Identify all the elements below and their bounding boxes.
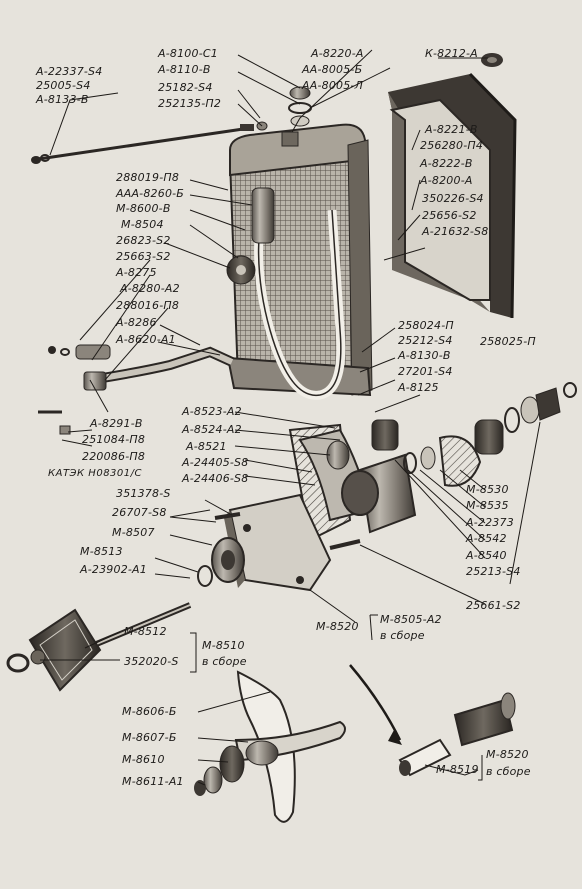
label-pump-center-3: А-8521 <box>186 440 227 453</box>
label-cap-1: А-8100-С1 <box>158 47 218 60</box>
label-top-right-4: К-8212-А <box>425 47 478 60</box>
label-shroud-bottom: 258025-П <box>480 335 536 348</box>
label-shroud-5: 350226-S4 <box>422 192 484 205</box>
label-left-10: А-8286 <box>116 316 157 329</box>
label-shroud-6: 25656-S2 <box>422 209 477 222</box>
label-left-6: 25663-S2 <box>116 250 171 263</box>
label-left-3: М-8600-В <box>116 202 171 215</box>
label-rad-1: 258024-П <box>398 319 454 332</box>
label-rad-3: А-8130-В <box>398 349 451 362</box>
catalog-note: КАТЭК Н08301/С <box>48 468 142 479</box>
label-left-9: 288016-П8 <box>116 299 180 312</box>
label-pump-left-2: 26707-S8 <box>112 506 167 519</box>
assembly-8520-part: М-8520 <box>486 748 529 761</box>
label-sleeve: М-8519 <box>436 763 479 776</box>
label-shroud-1: А-8221-В <box>425 123 478 136</box>
label-left-2: ААА-8260-Б <box>116 187 185 200</box>
label-left-7: А-8275 <box>116 266 157 279</box>
label-pump-right-6: 25213-S4 <box>466 565 521 578</box>
label-shroud-3: А-8222-В <box>420 157 473 170</box>
label-left-5: 26823-S2 <box>116 234 171 247</box>
label-shroud-7: А-21632-S8 <box>422 225 489 238</box>
label-drain-1: А-8291-В <box>90 417 143 430</box>
filler-cap <box>288 53 503 127</box>
assembly-8520-note: в сборе <box>486 765 531 778</box>
label-rad-4: 27201-S4 <box>398 365 453 378</box>
label-pump-center-4: А-24405-S8 <box>182 456 249 469</box>
assembly-8505-part: М-8505-А2 <box>380 613 442 626</box>
label-pump-right-2: М-8535 <box>466 499 509 512</box>
radiator <box>226 123 373 400</box>
label-pump-center-1: А-8523-А2 <box>182 405 242 418</box>
label-fan-2: М-8607-Б <box>122 731 177 744</box>
water-pump-parts <box>197 382 577 592</box>
label-pump-right-5: А-8540 <box>466 549 507 562</box>
label-rad-5: А-8125 <box>398 381 439 394</box>
label-drain-2: 251084-П8 <box>82 433 146 446</box>
label-shroud-4: А-8200-А <box>420 174 473 187</box>
label-fan-4: М-8611-А1 <box>122 775 184 788</box>
label-top-left-1: А-22337-S4 <box>36 65 103 78</box>
label-left-4: М-8504 <box>121 218 164 231</box>
label-shroud-2: 256280-П4 <box>420 139 484 152</box>
label-drain-3: 220086-П8 <box>82 450 146 463</box>
label-pulley-2: 352020-S <box>124 655 179 668</box>
assembly-8505-note: в сборе <box>380 629 425 642</box>
label-left-1: 288019-П8 <box>116 171 180 184</box>
label-top-right-3: АА-8005-Л <box>302 79 364 92</box>
drain-pipe <box>38 344 235 435</box>
label-cap-2: А-8110-В <box>158 63 211 76</box>
label-cap-4: 252135-П2 <box>158 97 222 110</box>
label-left-8: А-8280-А2 <box>120 282 180 295</box>
label-pump-right-3: А-22373 <box>466 516 514 529</box>
leader-lines <box>40 49 541 786</box>
label-left-11: А-8620-А1 <box>116 333 176 346</box>
label-rad-2: 25212-S4 <box>398 334 453 347</box>
assembly-8510-part: М-8510 <box>202 639 245 652</box>
label-pump-center-2: А-8524-А2 <box>182 423 242 436</box>
label-pump-left-4: М-8513 <box>80 545 123 558</box>
pulley-shaft <box>6 602 192 692</box>
label-top-left-2: 25005-S4 <box>36 79 91 92</box>
label-pump-center-5: А-24406-S8 <box>182 472 249 485</box>
label-pump-left-1: 351378-S <box>116 487 171 500</box>
fan <box>194 670 346 823</box>
label-pulley-1: М-8512 <box>124 625 167 638</box>
label-pump-left-5: А-23902-А1 <box>80 563 147 576</box>
assembly-8510-note: в сборе <box>202 655 247 668</box>
label-fan-3: М-8610 <box>122 753 165 766</box>
label-pump-right-7: 25661-S2 <box>466 599 521 612</box>
label-part-8520: М-8520 <box>316 620 359 633</box>
label-top-left-3: А-8133-В <box>36 93 89 106</box>
label-pump-right-1: М-8530 <box>466 483 509 496</box>
label-top-right-1: А-8220-А <box>311 47 364 60</box>
label-pump-left-3: М-8507 <box>112 526 155 539</box>
label-cap-3: 25182-S4 <box>158 81 213 94</box>
sleeve-parts <box>349 664 516 777</box>
label-pump-right-4: А-8542 <box>466 532 507 545</box>
label-fan-1: М-8606-Б <box>122 705 177 718</box>
label-top-right-2: АА-8005-Б <box>302 63 363 76</box>
